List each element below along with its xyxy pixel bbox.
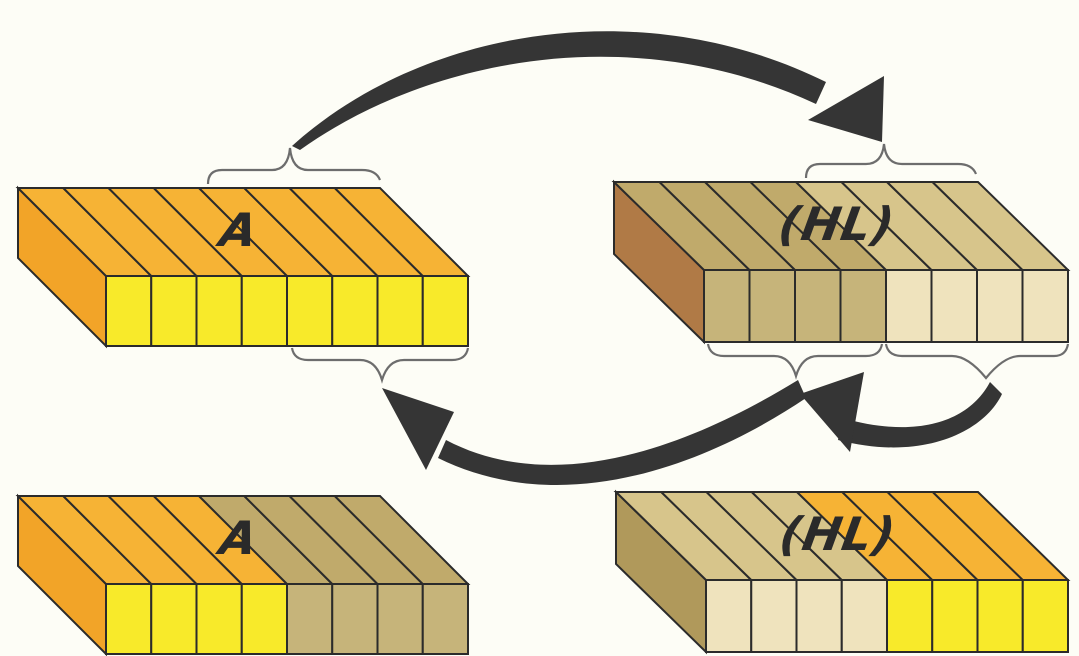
- bit-cell: [331, 583, 379, 655]
- bit-cell: [240, 583, 288, 655]
- bit-cell: [705, 579, 753, 653]
- bit-cell: [150, 583, 198, 655]
- bit-cell: [376, 583, 424, 655]
- arrow-a-to-hl: [292, 31, 826, 150]
- brace-hl-low-nibble-bottom: [884, 343, 1070, 380]
- arrow-hl-low-to-hl-high: [838, 382, 1002, 448]
- bit-cell: [976, 269, 1024, 343]
- bit-cell: [105, 583, 153, 655]
- bit-cell: [195, 275, 243, 347]
- curved-arrow-icon: [800, 372, 1002, 452]
- bit-cell: [240, 275, 288, 347]
- bit-cell: [286, 275, 334, 347]
- bit-cell: [930, 269, 978, 343]
- bit-cell: [421, 275, 469, 347]
- bit-cell: [421, 583, 469, 655]
- bit-cell: [1021, 579, 1069, 653]
- bit-cell: [839, 269, 887, 343]
- bit-cell: [794, 269, 842, 343]
- arrow-hl-high-to-a-low: [438, 380, 806, 485]
- bit-cell: [286, 583, 334, 655]
- bit-cell: [105, 275, 153, 347]
- register-a-before: A: [15, 185, 471, 349]
- brace-hl-high-nibble-bottom: [706, 343, 884, 380]
- bit-cell: [748, 269, 796, 343]
- register-hl-after-label: (HL): [771, 508, 904, 561]
- register-a-after: A: [15, 493, 471, 656]
- register-hl-before-label: (HL): [770, 198, 903, 251]
- register-hl-after: (HL): [613, 489, 1071, 655]
- bit-cell: [750, 579, 798, 653]
- bit-cell: [886, 579, 934, 653]
- brace-a-low-nibble-bottom: [290, 347, 470, 384]
- arrow-hl-low-to-hl-high-head: [800, 372, 864, 452]
- bit-cell: [885, 269, 933, 343]
- curved-arrow-icon: [382, 380, 806, 485]
- bit-cell: [331, 275, 379, 347]
- arrow-hl-high-to-a-low-head: [382, 388, 454, 470]
- bit-cell: [195, 583, 243, 655]
- bit-cell: [976, 579, 1024, 653]
- brace-hl-low-nibble-top: [804, 143, 978, 179]
- bit-cell: [1021, 269, 1069, 343]
- bit-cell: [703, 269, 751, 343]
- arrow-a-to-hl-head: [808, 76, 884, 142]
- bit-cell: [795, 579, 843, 653]
- bit-cell: [931, 579, 979, 653]
- brace-a-low-nibble-top: [206, 147, 382, 185]
- register-hl-before: (HL): [611, 179, 1071, 345]
- curved-arrow-icon: [292, 31, 884, 150]
- bit-cell: [376, 275, 424, 347]
- bit-cell: [150, 275, 198, 347]
- bit-cell: [840, 579, 888, 653]
